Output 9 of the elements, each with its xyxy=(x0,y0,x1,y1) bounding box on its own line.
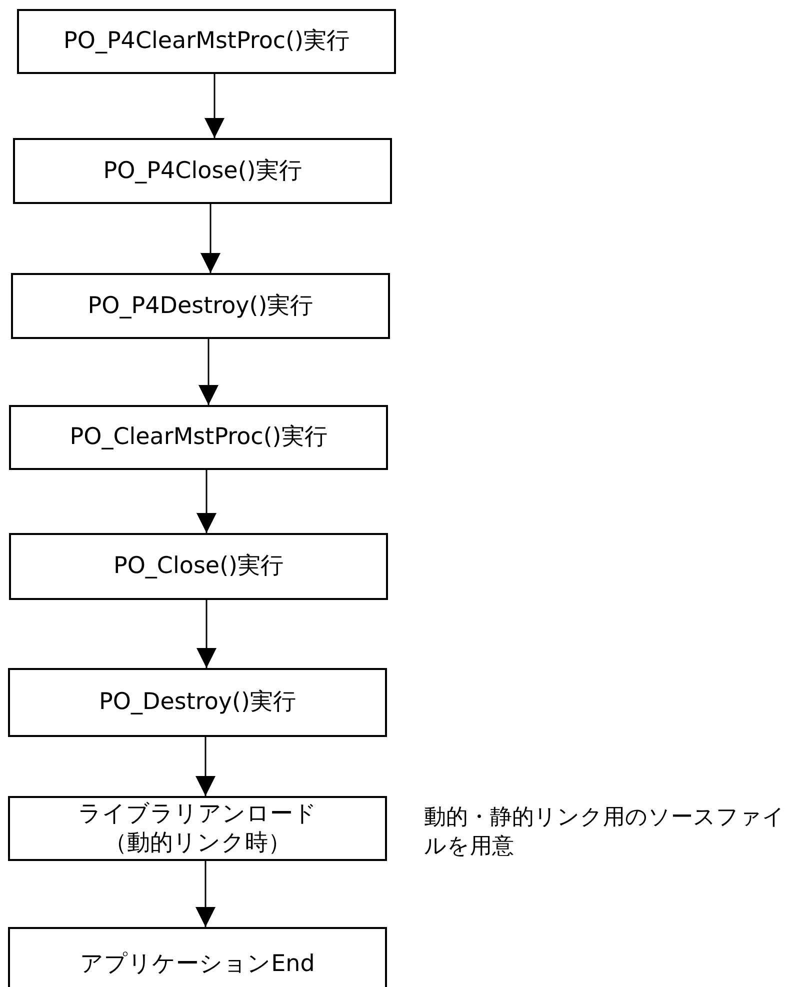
process-box: PO_Close()実行 xyxy=(9,533,388,600)
process-box: PO_Destroy()実行 xyxy=(8,668,387,737)
process-box: ライブラリアンロード（動的リンク時） xyxy=(8,796,387,861)
note-text: 動的・静的リンク用のソースファイルを用意 xyxy=(424,804,786,861)
process-box: PO_P4ClearMstProc()実行 xyxy=(17,9,396,74)
process-box: PO_P4Close()実行 xyxy=(13,138,392,204)
process-box: PO_ClearMstProc()実行 xyxy=(9,405,388,470)
process-box: PO_P4Destroy()実行 xyxy=(11,273,390,339)
process-box: アプリケーションEnd xyxy=(8,927,387,987)
